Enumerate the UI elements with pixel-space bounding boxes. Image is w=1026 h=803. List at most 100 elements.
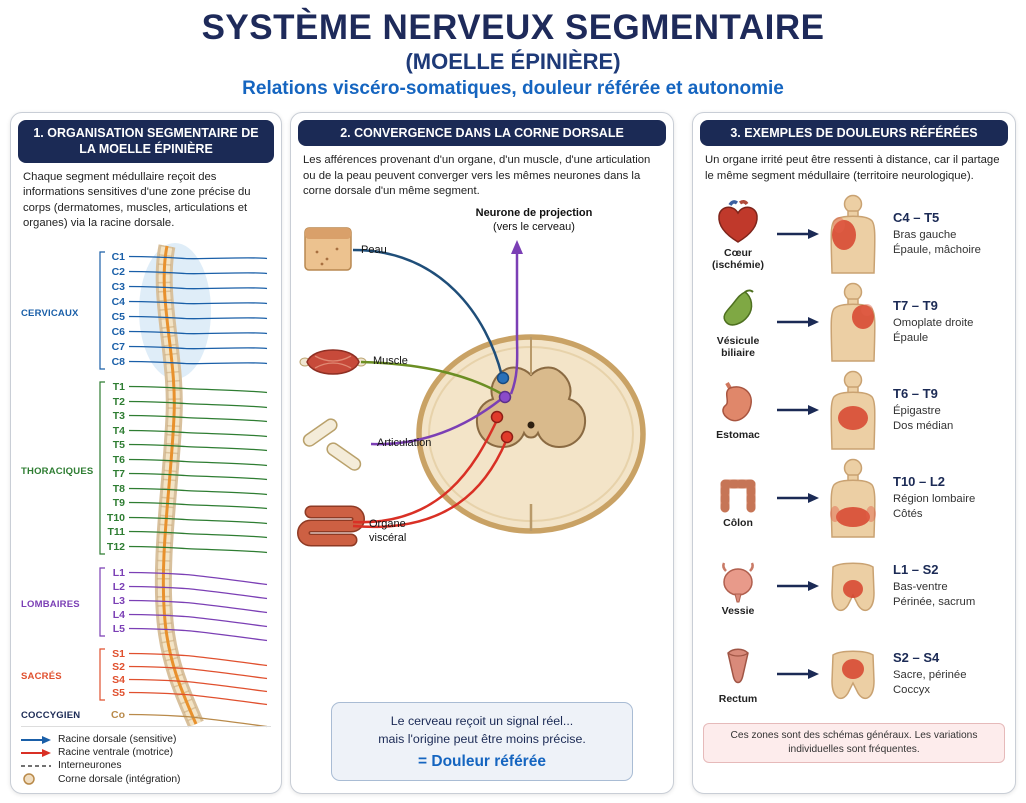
neuron-dot-red — [490, 410, 504, 424]
segment-label: C4 — [112, 296, 126, 308]
referred-zone-text: S2 – S4 Sacre, périnée Coccyx — [893, 650, 966, 699]
convergence-svg — [297, 227, 646, 547]
referred-pain-row: Vésicule biliaire T7 – T9 Omoplate droit… — [701, 278, 1007, 366]
arrow-right-icon — [777, 229, 819, 240]
panel-dorsal-horn-convergence: 2. CONVERGENCE DANS LA CORNE DORSALE Les… — [290, 112, 674, 794]
zone-line: Coccyx — [893, 684, 931, 697]
nerve-root-line — [128, 678, 268, 692]
projection-arrow — [509, 251, 519, 395]
nerve-root-line — [128, 472, 268, 480]
nerve-root-line — [128, 270, 268, 275]
dorsal-horn-dot-icon — [23, 773, 35, 785]
panel-referred-pain-examples: 3. EXEMPLES DE DOULEURS RÉFÉRÉES Un orga… — [692, 112, 1016, 794]
panel2-intro: Les afférences provenant d'un organe, d'… — [303, 154, 651, 198]
zone-line: Région lombaire — [893, 493, 976, 506]
body-figure-lumbar — [830, 459, 876, 539]
segment-label: T4 — [113, 425, 125, 437]
zone-line: Épaule, mâchoire — [893, 244, 981, 257]
skin-afferent-line — [352, 248, 504, 377]
zone-line: Sacre, périnée — [893, 669, 967, 682]
panel3-intro: Un organe irrité peut être ressenti à di… — [705, 154, 1000, 182]
referred-pain-row: Côlon T10 – L2 Région lombaire Côtés — [701, 454, 1007, 542]
zone-line: Épigastre — [893, 405, 941, 418]
box-line3: = Douleur référée — [418, 753, 546, 770]
segment-label: S1 — [112, 648, 125, 660]
nerve-root-line — [128, 627, 268, 641]
viscera-label: Organe viscéral — [369, 517, 407, 544]
legend-item: Racine dorsale (sensitive) — [21, 734, 271, 745]
joint-icon — [302, 418, 362, 471]
stomach-icon — [722, 382, 752, 422]
body-figure-shoulder-back — [830, 283, 876, 363]
nerve-root-line — [128, 285, 268, 290]
segment-label: C5 — [112, 311, 126, 323]
dashed-line-icon — [21, 764, 51, 767]
nerve-root-line — [128, 429, 268, 437]
group-label-sacres: SACRÉS — [21, 671, 62, 682]
page-subtitle: (MOELLE ÉPINIÈRE) — [405, 49, 621, 74]
zone-line: Côtés — [893, 508, 923, 521]
group-label-lombaires: LOMBAIRES — [21, 599, 80, 610]
panel1-title: 1. ORGANISATION SEGMENTAIRE DE LA MOELLE… — [18, 120, 274, 163]
segment-label: T2 — [113, 396, 125, 408]
page-title: SYSTÈME NERVEUX SEGMENTAIRE — [201, 8, 825, 47]
nerve-root-line — [128, 652, 268, 666]
nerve-root-line — [128, 414, 268, 422]
segment-label: S5 — [112, 687, 125, 699]
organ-cell: Vésicule biliaire — [701, 285, 775, 360]
convergence-diagram: Neurone de projection (vers le cerveau) … — [291, 204, 673, 688]
nerve-root-line — [128, 613, 268, 627]
legend-item: Corne dorsale (intégration) — [21, 773, 271, 785]
neuron-dot-purple — [498, 390, 512, 404]
spinal-cord — [161, 245, 198, 725]
referred-pain-row: Cœur (ischémie) C4 – T5 Bras gauche Épau… — [701, 190, 1007, 278]
zone-line: Épaule — [893, 332, 929, 345]
muscle-label: Muscle — [373, 354, 408, 367]
nerve-root-line — [128, 599, 268, 613]
nerve-root-line — [128, 300, 268, 305]
group-label-thoraciques: THORACIQUES — [21, 466, 93, 477]
segment-label: T1 — [113, 381, 125, 393]
segment-label: S2 — [112, 661, 125, 673]
organ-name: Rectum — [718, 693, 758, 706]
nerve-root-line — [128, 501, 268, 509]
visceral-afferent-line — [352, 440, 508, 529]
nerve-root-line — [128, 443, 268, 451]
box-line1: Le cerveau reçoit un signal réel... — [390, 714, 574, 729]
nerve-root-line — [128, 315, 268, 320]
segment-label: Co — [111, 709, 125, 721]
nerve-root-line — [128, 400, 268, 408]
variability-footnote: Ces zones sont des schémas généraux. Les… — [703, 723, 1005, 763]
projection-label-line2: (vers le cerveau) — [493, 221, 575, 234]
segment-label: T12 — [107, 541, 125, 553]
panel2-title: 2. CONVERGENCE DANS LA CORNE DORSALE — [298, 120, 666, 147]
referred-pain-row: Estomac T6 – T9 Épigastre Dos médian — [701, 366, 1007, 454]
nerve-root-line — [128, 585, 268, 599]
arrow-right-icon — [777, 669, 819, 680]
organ-cell: Rectum — [701, 643, 775, 706]
organ-name: Cœur — [724, 246, 752, 259]
nerve-root-line — [128, 571, 268, 585]
nerve-root-line — [128, 458, 268, 466]
organ-name: Vessie — [721, 605, 755, 618]
skin-label: Peau — [361, 243, 387, 256]
nerve-root-line — [128, 516, 268, 524]
muscle-afferent-line — [360, 360, 503, 396]
legend-label: Interneurones — [58, 760, 122, 771]
skin-icon — [304, 227, 352, 271]
spinal-cord-cross-section — [416, 334, 646, 534]
body-figure-pelvis-front — [831, 562, 875, 612]
legend-item: Racine ventrale (motrice) — [21, 747, 271, 758]
segment-range: C4 – T5 — [893, 210, 940, 226]
spine-legend: Racine dorsale (sensitive) Racine ventra… — [21, 726, 271, 787]
joint-afferent-line — [370, 398, 501, 446]
heart-icon — [718, 199, 758, 243]
projection-neuron-label: Neurone de projection (vers le cerveau) — [439, 206, 629, 235]
cervical-bracket — [99, 251, 105, 370]
group-label-cervicaux: CERVICAUX — [21, 308, 79, 319]
central-canal — [527, 421, 535, 429]
legend-item: Interneurones — [21, 760, 271, 771]
box-line2: mais l'origine peut être moins précise. — [378, 732, 586, 747]
segment-label: L1 — [113, 567, 125, 579]
zone-line: Périnée, sacrum — [893, 596, 976, 609]
